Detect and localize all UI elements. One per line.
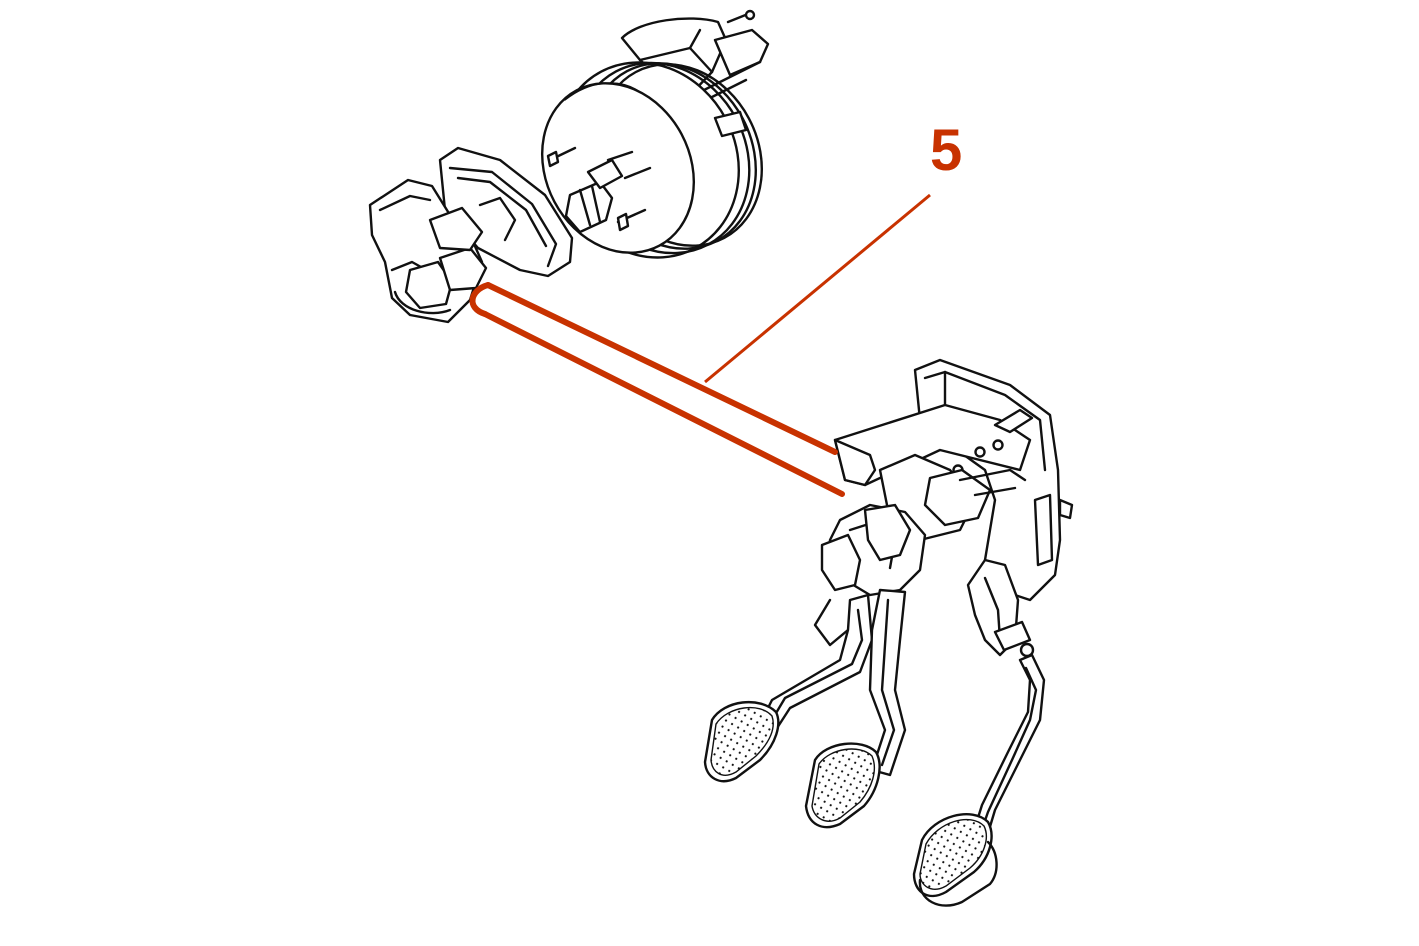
connecting-rod-lower-edge <box>482 311 845 497</box>
pedal-center <box>804 588 907 829</box>
connecting-rod-end-cap <box>469 282 491 317</box>
pedal-right <box>912 653 1046 907</box>
linkage-bracket <box>368 146 574 324</box>
connecting-rod <box>469 282 845 497</box>
connecting-rod-upper-edge <box>485 282 838 455</box>
callout-leader-line <box>704 193 931 384</box>
callout-label: 5 <box>930 118 963 183</box>
brake-booster <box>540 61 763 259</box>
pedal-box <box>813 358 1074 658</box>
pedal-left <box>703 593 874 783</box>
